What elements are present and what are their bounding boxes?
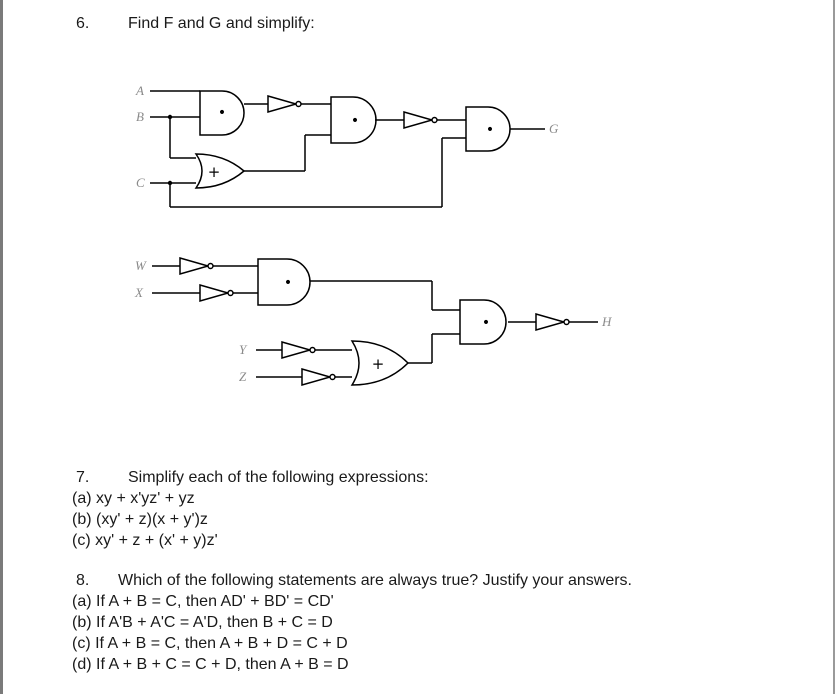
q7-item-b: (b) (xy' + z)(x + y')z <box>72 511 208 528</box>
q8-item-b: (b) If A'B + A'C = A'D, then B + C = D <box>72 614 333 631</box>
label-h: H <box>601 314 612 329</box>
not-gate-x <box>199 284 231 302</box>
svg-text:•: • <box>218 105 226 121</box>
q7-text: Simplify each of the following expressio… <box>128 469 429 486</box>
and-gate-5 <box>459 299 507 345</box>
q8-item-c: (c) If A + B = C, then A + B + D = C + D <box>72 635 348 652</box>
and-gate-2 <box>330 96 377 144</box>
svg-text:•: • <box>351 113 359 129</box>
and-gate-4 <box>257 258 311 306</box>
label-g: G <box>549 121 559 136</box>
q7-item-a: (a) xy + x'yz' + yz <box>72 490 195 507</box>
q7-item-c: (c) xy' + z + (x' + y)z' <box>72 532 218 549</box>
label-z: Z <box>239 369 247 384</box>
not-gate-w <box>179 257 211 275</box>
or-gate-2 <box>350 340 410 386</box>
not-gate-z <box>301 368 333 386</box>
right-border <box>833 0 835 694</box>
not-gate-2 <box>403 111 435 129</box>
not-gate-h <box>535 313 567 331</box>
not-gate-y <box>281 341 313 359</box>
svg-text:•: • <box>284 275 292 291</box>
q8-text: Which of the following statements are al… <box>118 572 632 589</box>
label-c: C <box>136 175 145 190</box>
label-x: X <box>134 285 144 300</box>
q6-number: 6. <box>76 15 90 32</box>
or-gate-1 <box>194 153 246 189</box>
svg-text:+: + <box>208 163 221 181</box>
svg-text:•: • <box>482 315 490 331</box>
left-border <box>0 0 3 694</box>
q8-item-d: (d) If A + B + C = C + D, then A + B = D <box>72 656 349 673</box>
label-a: A <box>135 83 144 98</box>
not-gate-1 <box>267 95 299 113</box>
and-gate-3 <box>465 106 511 152</box>
svg-text:•: • <box>486 122 494 138</box>
label-y: Y <box>239 342 248 357</box>
label-b: B <box>136 109 144 124</box>
svg-text:+: + <box>372 355 385 373</box>
and-gate-1 <box>199 90 245 136</box>
q7-number: 7. <box>76 469 90 486</box>
q8-number: 8. <box>76 572 90 589</box>
q8-item-a: (a) If A + B = C, then AD' + BD' = CD' <box>72 593 334 610</box>
q6-text: Find F and G and simplify: <box>128 15 315 32</box>
logic-circuit-diagram: • + • • • + • A B C G W X Y Z H <box>134 83 612 386</box>
label-w: W <box>135 258 147 273</box>
